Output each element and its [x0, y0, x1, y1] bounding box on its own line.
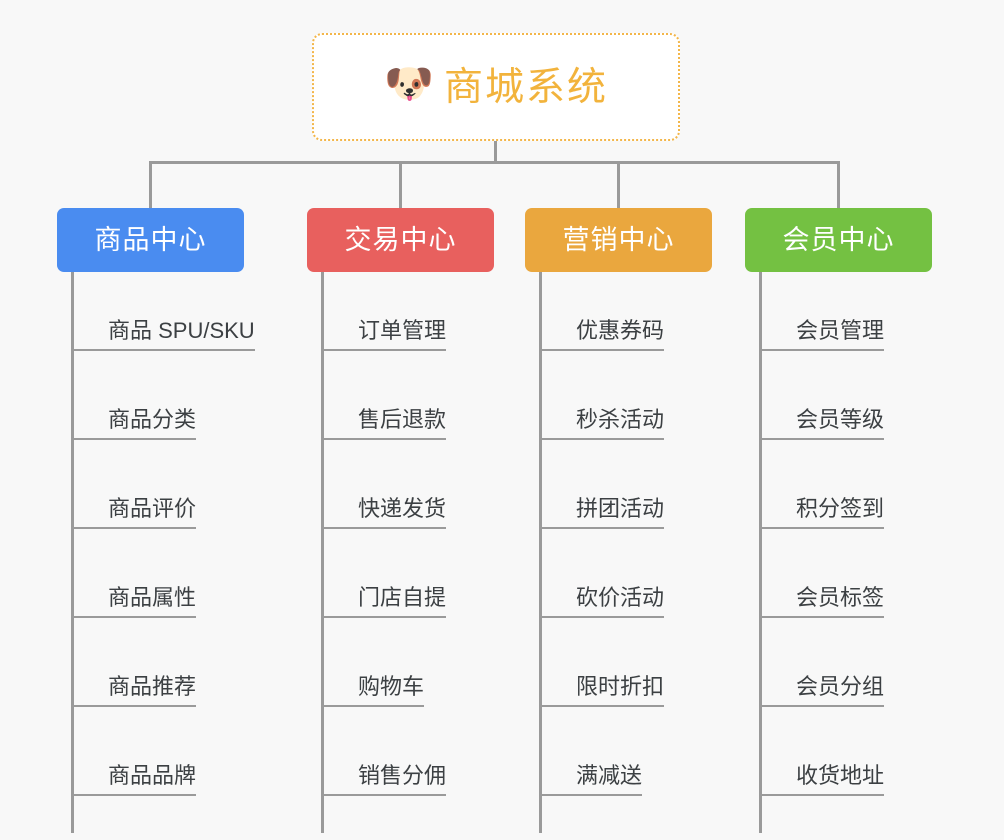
branch-column-trade-center: 交易中心 订单管理 售后退款 快递发货 门店自提 购物车 销售分佣 — [307, 208, 537, 833]
branch-header-product-center[interactable]: 商品中心 — [57, 208, 244, 272]
connector-root-stem — [494, 141, 497, 164]
leaf-item[interactable]: 销售分佣 — [324, 765, 447, 796]
branch-header-label: 交易中心 — [344, 224, 457, 255]
connector-drop-4 — [837, 161, 840, 209]
connector-horizontal-bar — [149, 161, 840, 164]
branch-body-member-center: 会员管理 会员等级 积分签到 会员标签 会员分组 收货地址 — [759, 272, 975, 833]
connector-drop-3 — [617, 161, 620, 209]
leaf-item[interactable]: 商品推荐 — [74, 676, 197, 707]
branch-body-product-center: 商品 SPU/SKU 商品分类 商品评价 商品属性 商品推荐 商品品牌 — [71, 272, 287, 833]
branch-header-marketing-center[interactable]: 营销中心 — [525, 208, 712, 272]
leaf-item[interactable]: 会员管理 — [762, 320, 885, 351]
leaf-item[interactable]: 满减送 — [542, 765, 643, 796]
root-node[interactable]: 🐶 商城系统 — [312, 33, 680, 141]
leaf-item[interactable]: 会员分组 — [762, 676, 885, 707]
leaf-item[interactable]: 售后退款 — [324, 409, 447, 440]
leaf-item[interactable]: 秒杀活动 — [542, 409, 665, 440]
branch-column-member-center: 会员中心 会员管理 会员等级 积分签到 会员标签 会员分组 收货地址 — [745, 208, 975, 833]
branch-header-member-center[interactable]: 会员中心 — [745, 208, 932, 272]
leaf-item[interactable]: 订单管理 — [324, 320, 447, 351]
leaf-item[interactable]: 优惠券码 — [542, 320, 665, 351]
branch-body-trade-center: 订单管理 售后退款 快递发货 门店自提 购物车 销售分佣 — [321, 272, 537, 833]
branch-column-product-center: 商品中心 商品 SPU/SKU 商品分类 商品评价 商品属性 商品推荐 商品品牌 — [57, 208, 287, 833]
leaf-item[interactable]: 会员等级 — [762, 409, 885, 440]
branch-header-label: 商品中心 — [94, 224, 207, 255]
leaf-item[interactable]: 快递发货 — [324, 498, 447, 529]
branch-column-marketing-center: 营销中心 优惠券码 秒杀活动 拼团活动 砍价活动 限时折扣 满减送 — [525, 208, 755, 833]
leaf-item[interactable]: 拼团活动 — [542, 498, 665, 529]
connector-drop-1 — [149, 161, 152, 209]
branch-body-marketing-center: 优惠券码 秒杀活动 拼团活动 砍价活动 限时折扣 满减送 — [539, 272, 755, 833]
leaf-item[interactable]: 商品 SPU/SKU — [74, 320, 255, 351]
branch-header-label: 会员中心 — [782, 224, 895, 255]
leaf-item[interactable]: 限时折扣 — [542, 676, 665, 707]
branch-header-label: 营销中心 — [562, 224, 675, 255]
leaf-item[interactable]: 门店自提 — [324, 587, 447, 618]
shiba-dog-face-icon: 🐶 — [383, 62, 434, 106]
leaf-item[interactable]: 商品品牌 — [74, 765, 197, 796]
branch-header-trade-center[interactable]: 交易中心 — [307, 208, 494, 272]
connector-drop-2 — [399, 161, 402, 209]
leaf-item[interactable]: 砍价活动 — [542, 587, 665, 618]
leaf-item[interactable]: 购物车 — [324, 676, 425, 707]
leaf-item[interactable]: 收货地址 — [762, 765, 885, 796]
leaf-item[interactable]: 会员标签 — [762, 587, 885, 618]
leaf-item[interactable]: 商品属性 — [74, 587, 197, 618]
leaf-item[interactable]: 商品评价 — [74, 498, 197, 529]
leaf-item[interactable]: 商品分类 — [74, 409, 197, 440]
root-node-title: 商城系统 — [443, 65, 608, 109]
leaf-item[interactable]: 积分签到 — [762, 498, 885, 529]
